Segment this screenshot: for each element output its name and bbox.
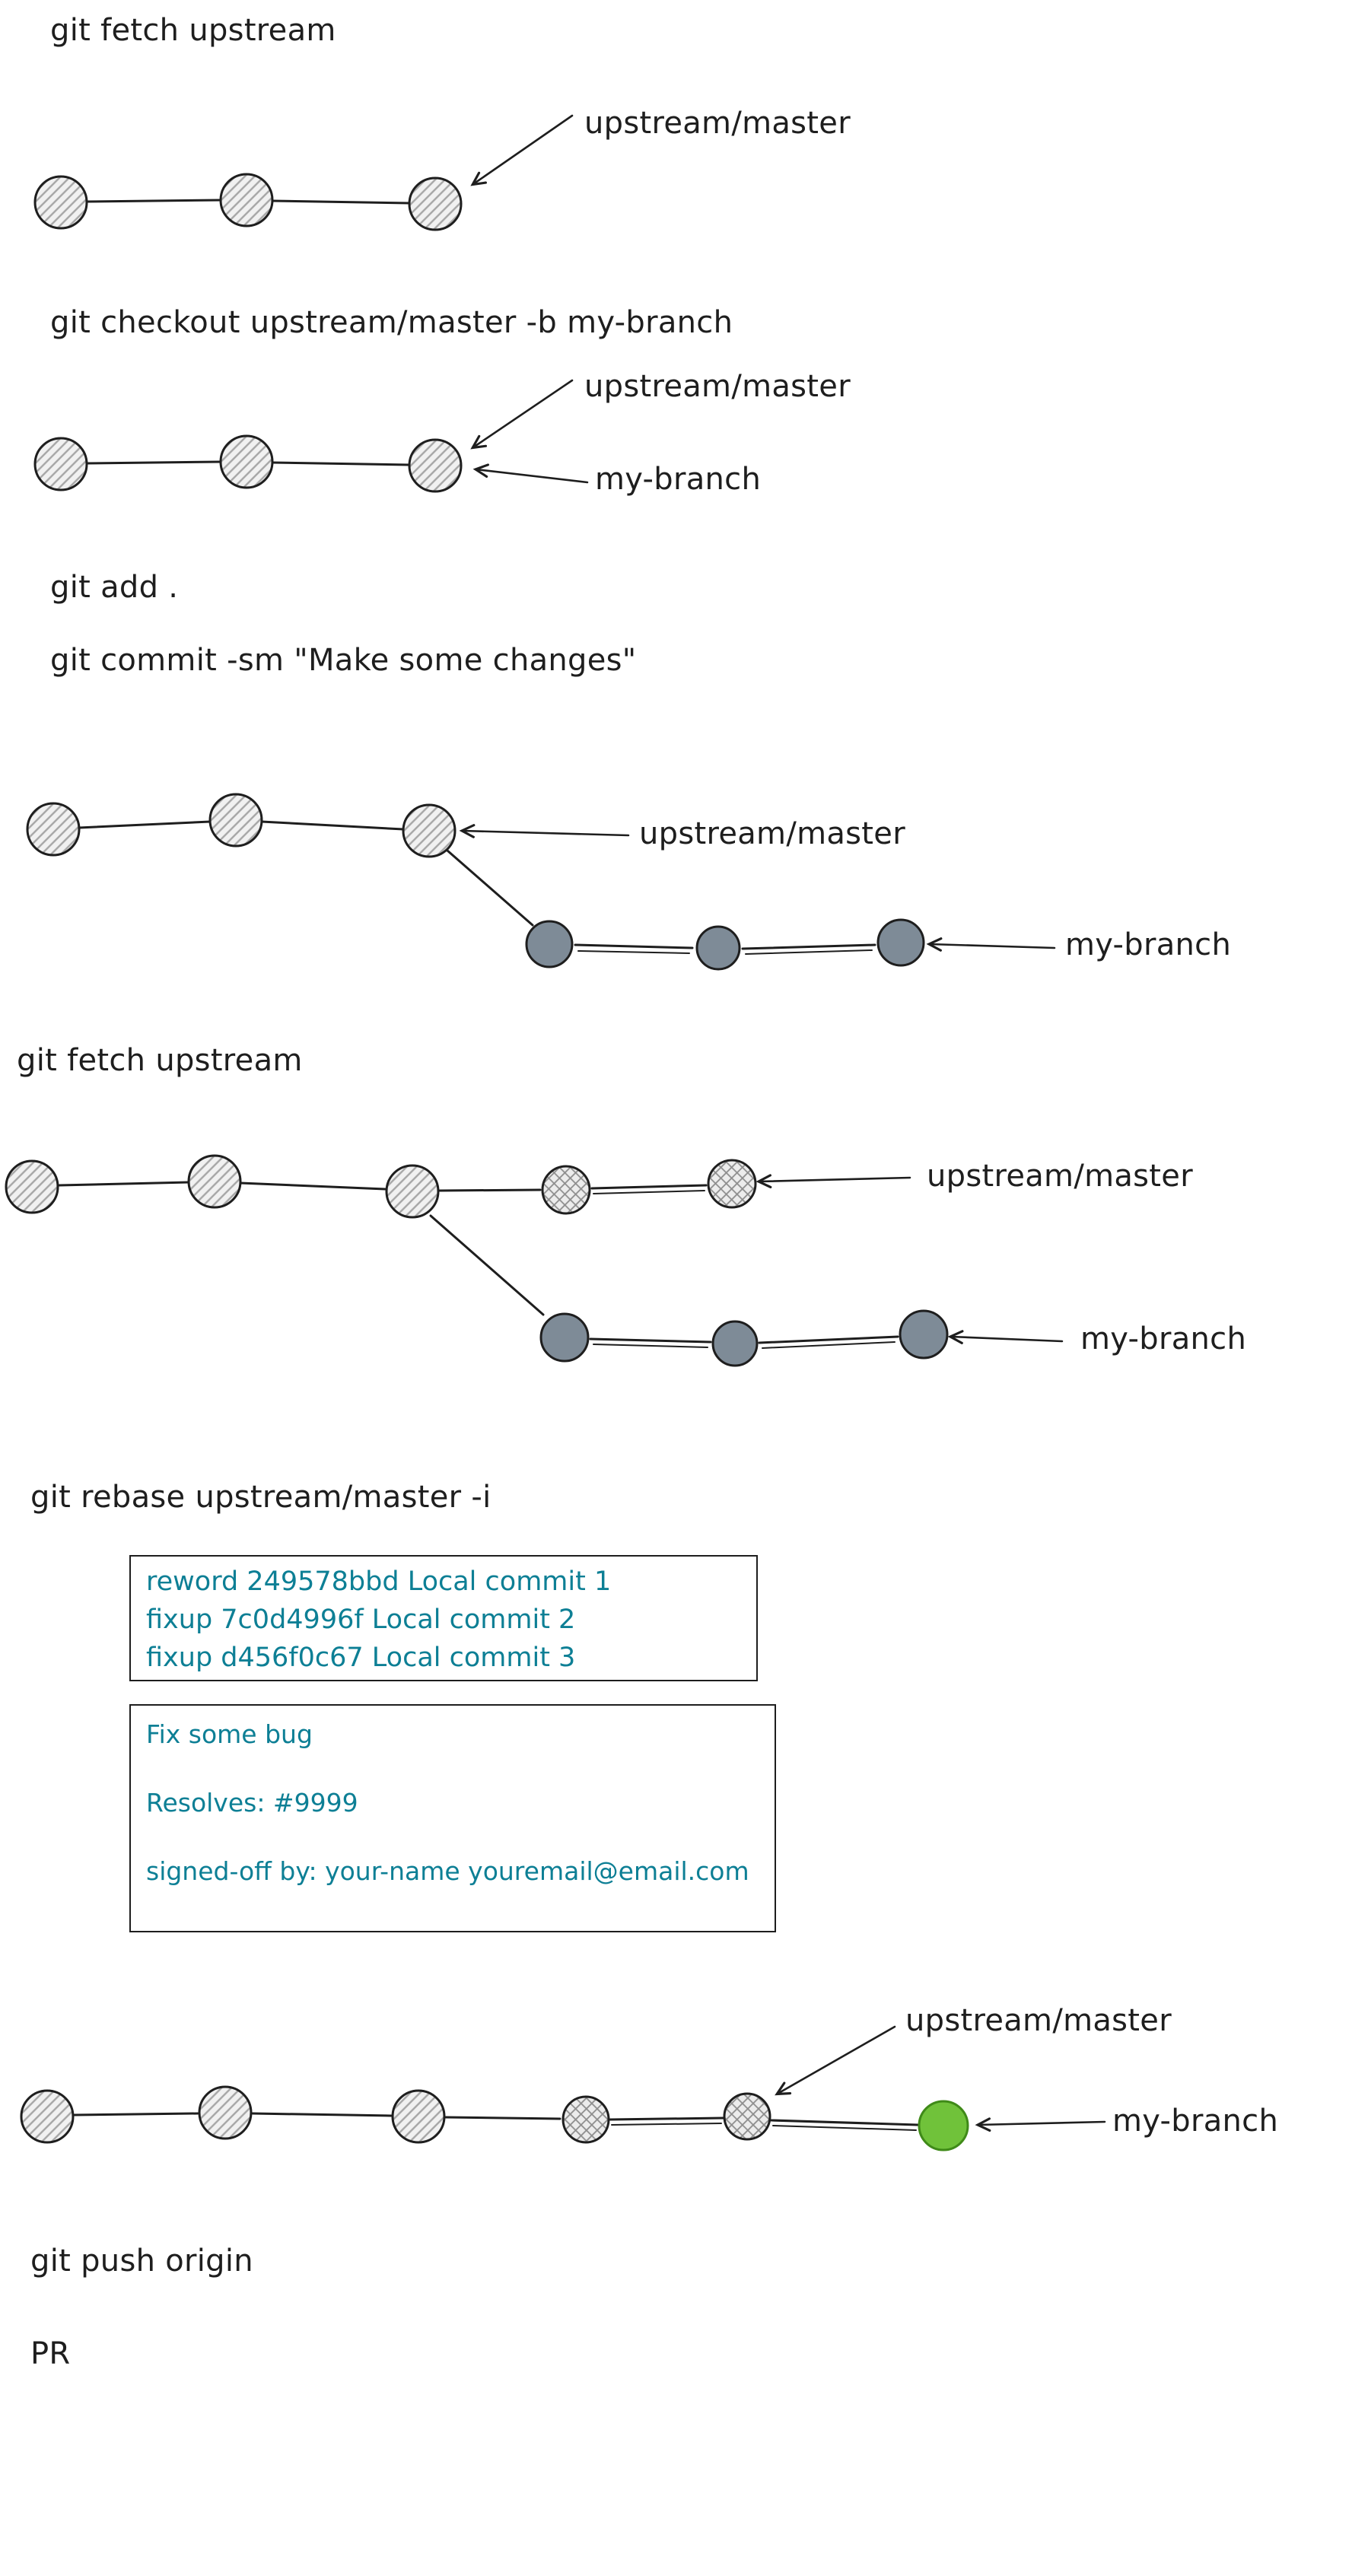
edge xyxy=(73,2112,199,2116)
command-git-commit: git commit -sm "Make some changes" xyxy=(50,643,637,678)
branch-label-my-branch: my-branch xyxy=(1080,1321,1247,1356)
edge xyxy=(589,1337,712,1344)
commit-node-hachure xyxy=(402,803,456,858)
commit-graph-fetch-2 xyxy=(5,1154,1064,1367)
branch-label-upstream-master: upstream/master xyxy=(584,369,851,404)
commit-node-hachure xyxy=(20,2089,75,2144)
rebase-todo-line: fixup 7c0d4996f Local commit 2 xyxy=(146,1604,576,1635)
my-branch-arrow xyxy=(926,937,1056,952)
branch-label-upstream-master: upstream/master xyxy=(639,816,905,851)
pr-label: PR xyxy=(30,2336,71,2371)
edge-sketch xyxy=(593,1344,708,1348)
command-git-fetch-upstream: git fetch upstream xyxy=(50,13,336,48)
commit-node-hachure xyxy=(408,438,463,493)
rebase-todo-line: fixup d456f0c67 Local commit 3 xyxy=(146,1643,576,1673)
edge xyxy=(741,943,876,950)
my-branch-arrow xyxy=(947,1330,1064,1344)
commit-message-line: Resolves: #9999 xyxy=(146,1788,358,1818)
my-branch-arrow xyxy=(472,463,589,484)
commit-node-crosshatch xyxy=(561,2095,610,2144)
commit-node-hachure xyxy=(33,437,88,491)
rebase-todo-line: reword 249578bbd Local commit 1 xyxy=(146,1566,612,1597)
commit-graph-rebased xyxy=(20,2025,1106,2151)
commit-node-hachure xyxy=(33,175,88,230)
edge-sketch xyxy=(611,2123,722,2126)
commit-node-hachure xyxy=(385,1164,440,1219)
edge-sketch xyxy=(593,1190,705,1194)
commit-node-hachure xyxy=(391,2089,446,2144)
commit-node-hachure xyxy=(219,434,274,489)
upstream-master-arrow xyxy=(756,1174,911,1188)
commit-node-hachure xyxy=(208,793,263,848)
upstream-master-arrow xyxy=(775,2025,896,2096)
edge xyxy=(85,199,222,203)
command-git-add: git add . xyxy=(50,570,179,605)
commit-node-crosshatch xyxy=(723,2092,771,2141)
edge xyxy=(239,1181,387,1191)
commit-node-hachure xyxy=(219,173,274,227)
commit-message-line: signed-off by: your-name youremail@email… xyxy=(146,1856,749,1886)
commit-node-hachure xyxy=(5,1159,59,1214)
commit-node-gray xyxy=(899,1309,949,1360)
commit-node-crosshatch xyxy=(541,1165,591,1215)
branch-label-my-branch: my-branch xyxy=(1065,927,1232,962)
commit-node-gray xyxy=(539,1312,590,1363)
edge xyxy=(758,1335,899,1344)
edge xyxy=(609,2116,724,2121)
command-git-push: git push origin xyxy=(30,2244,253,2279)
edge xyxy=(574,943,694,949)
edge xyxy=(271,461,411,466)
branch-label-my-branch: my-branch xyxy=(595,462,762,497)
edge xyxy=(78,820,212,829)
commit-node-green xyxy=(918,2100,969,2151)
edge-sketch xyxy=(762,1341,896,1349)
upstream-master-arrow xyxy=(470,379,574,450)
edge xyxy=(58,1181,190,1187)
edge-sketch xyxy=(745,949,873,955)
branch-label-my-branch: my-branch xyxy=(1112,2104,1279,2139)
command-git-fetch-upstream: git fetch upstream xyxy=(17,1043,303,1078)
commit-node-hachure xyxy=(198,2085,253,2140)
commit-graph-fetch xyxy=(33,114,574,231)
edge xyxy=(260,820,405,831)
commit-node-gray xyxy=(876,918,925,967)
commit-node-hachure xyxy=(187,1154,242,1209)
branch-label-upstream-master: upstream/master xyxy=(927,1159,1193,1194)
edge xyxy=(438,1188,542,1192)
edge xyxy=(770,2119,919,2126)
commit-node-gray xyxy=(695,925,741,971)
edge xyxy=(444,2116,561,2120)
edge xyxy=(590,1184,708,1190)
edge xyxy=(251,2112,393,2117)
branch-label-upstream-master: upstream/master xyxy=(905,2003,1172,2038)
commit-node-crosshatch xyxy=(707,1159,757,1209)
commit-graph-local-commits xyxy=(26,793,1056,971)
commit-node-hachure xyxy=(26,802,81,857)
edge xyxy=(85,460,222,465)
edge-sketch xyxy=(577,950,690,954)
rebase-todo-box: reword 249578bbd Local commit 1 fixup 7c… xyxy=(129,1555,758,1681)
upstream-master-arrow xyxy=(470,114,574,186)
commit-node-gray xyxy=(525,920,574,968)
command-git-checkout: git checkout upstream/master -b my-branc… xyxy=(50,305,733,340)
my-branch-arrow xyxy=(975,2117,1106,2132)
commit-node-gray xyxy=(711,1320,759,1367)
commit-message-box: Fix some bug Resolves: #9999 signed-off … xyxy=(129,1704,776,1932)
commit-graph-checkout xyxy=(33,379,589,493)
branch-edge xyxy=(446,849,534,927)
upstream-master-arrow xyxy=(459,824,630,838)
edge-sketch xyxy=(772,2125,917,2131)
branch-edge xyxy=(429,1214,545,1316)
command-git-rebase: git rebase upstream/master -i xyxy=(30,1480,491,1515)
edge xyxy=(271,199,411,205)
commit-message-line: Fix some bug xyxy=(146,1719,313,1749)
branch-label-upstream-master: upstream/master xyxy=(584,106,851,141)
commit-node-hachure xyxy=(408,177,463,231)
